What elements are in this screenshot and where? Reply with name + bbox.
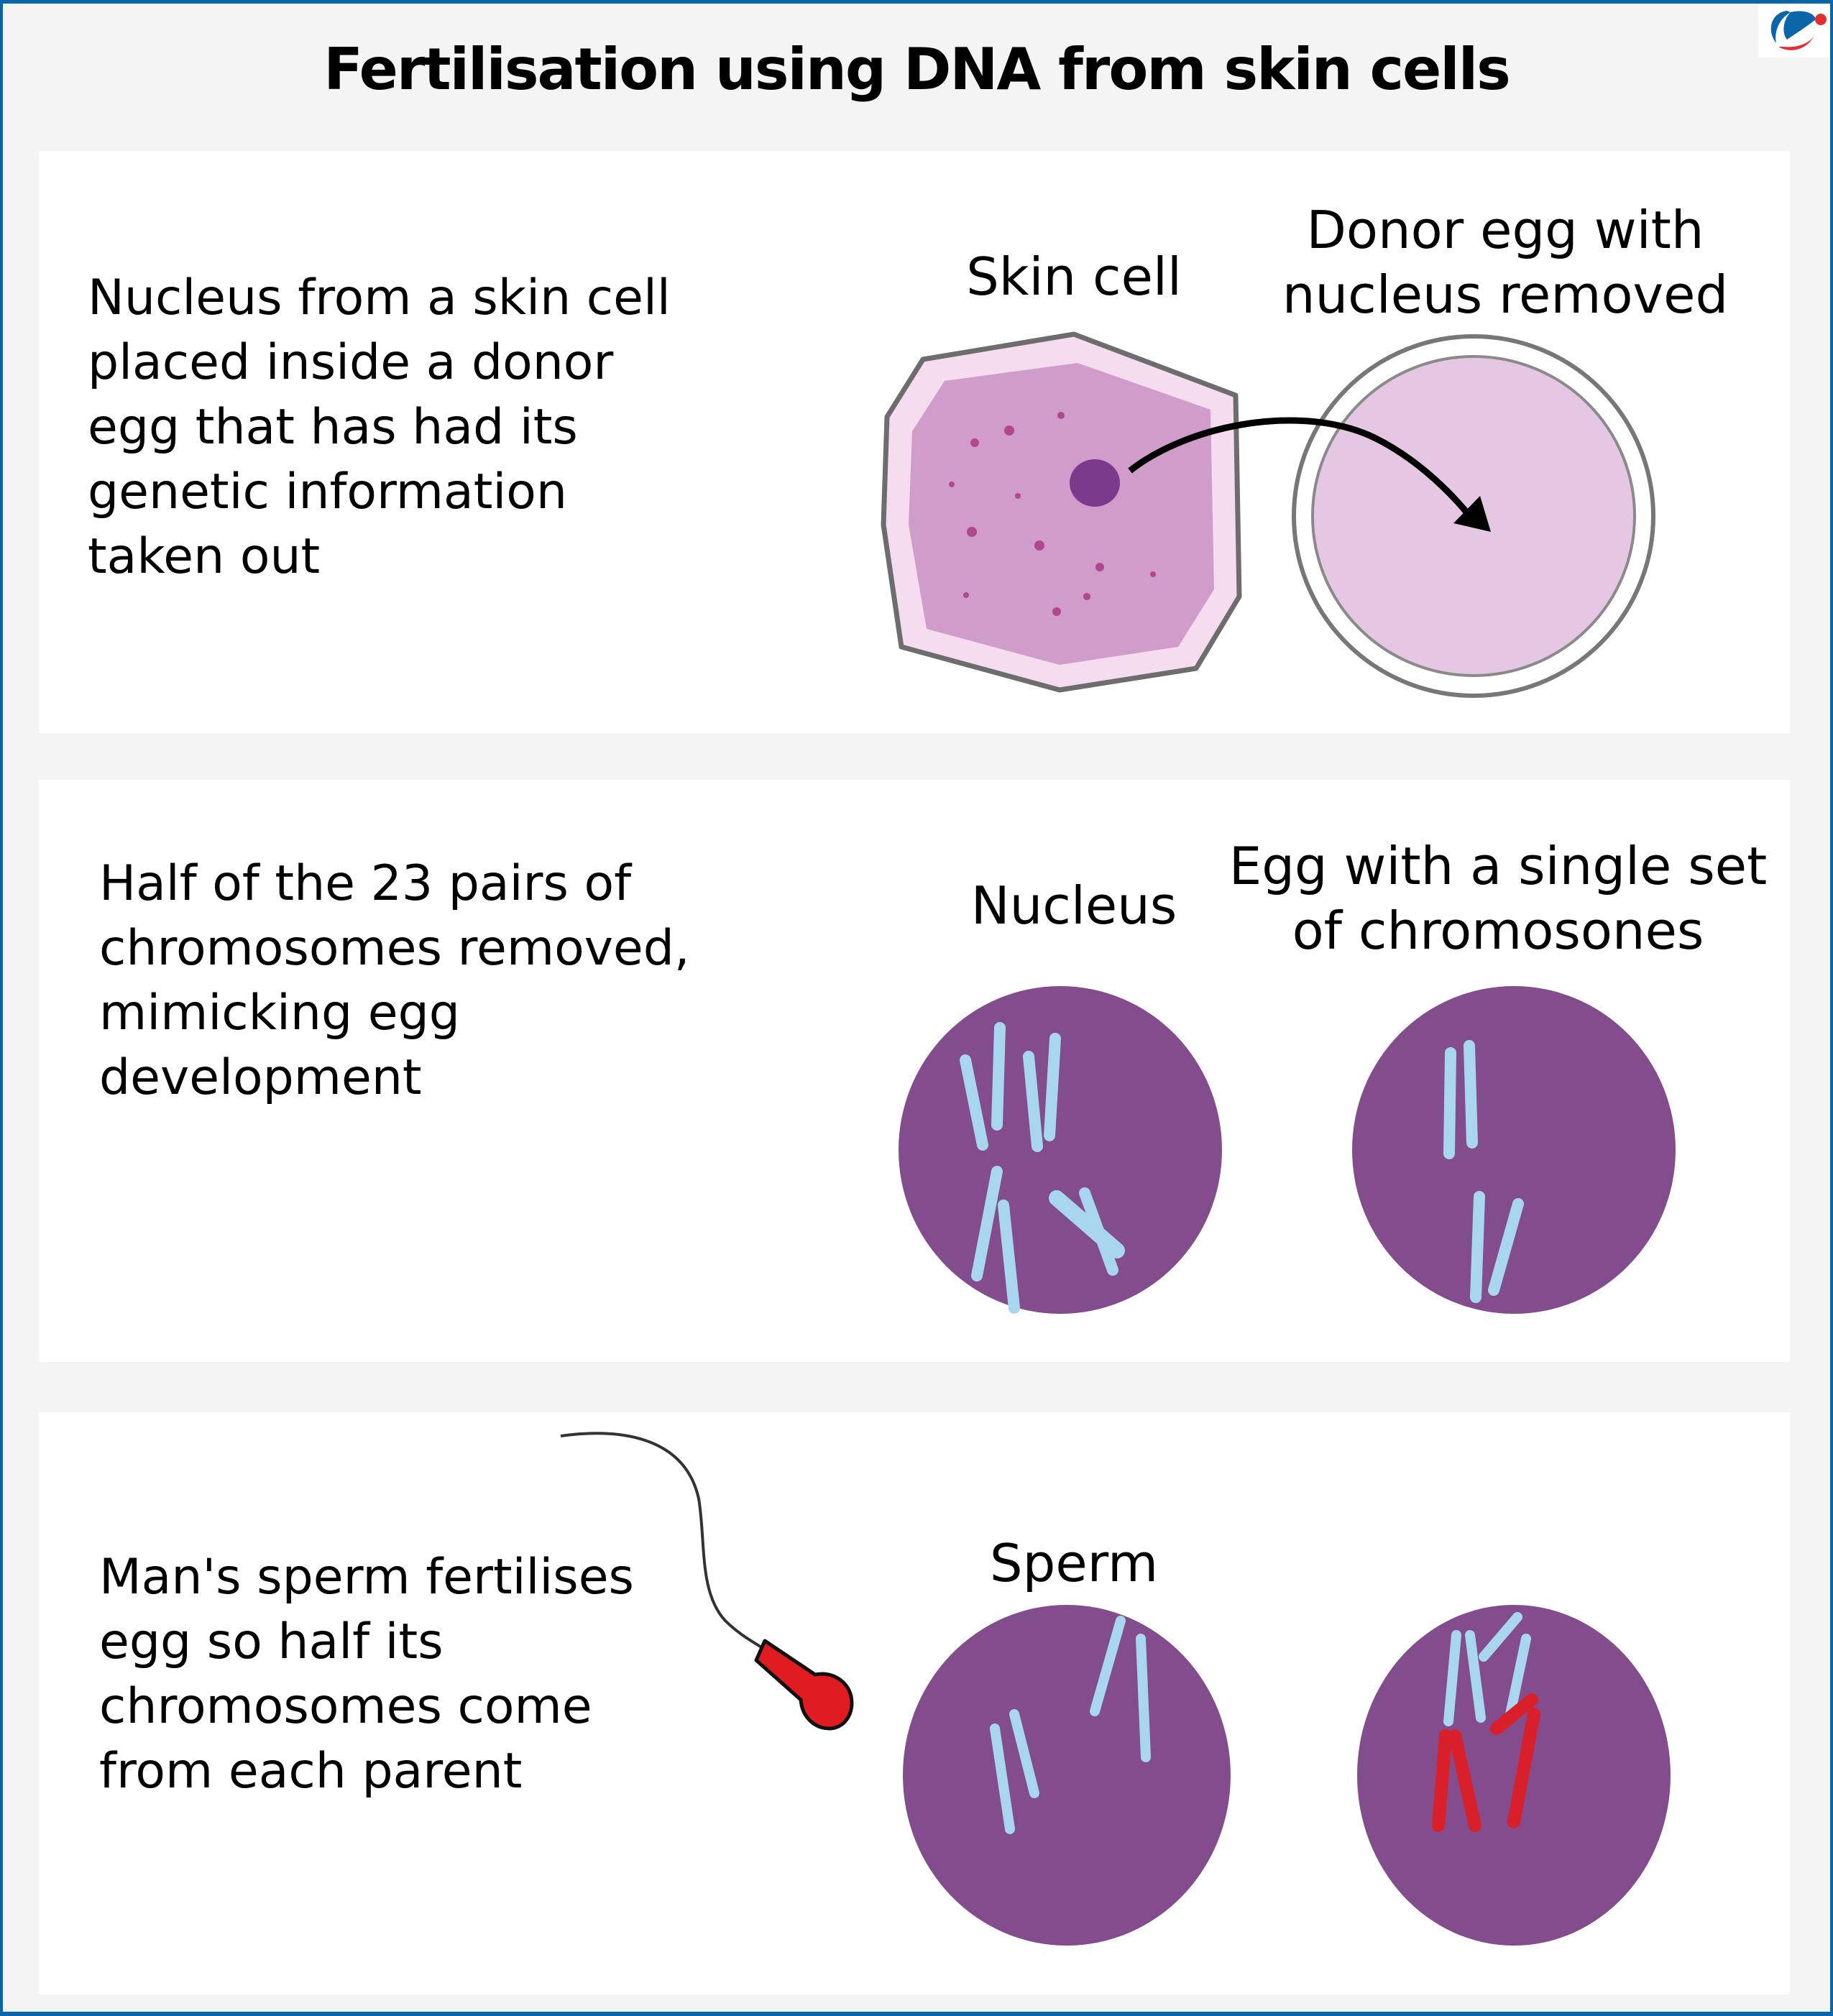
single-set-egg-illustration bbox=[1352, 986, 1676, 1314]
nucleus-label: Nucleus bbox=[970, 875, 1177, 936]
step-1-description: Nucleus from a skin cell placed inside a… bbox=[88, 270, 671, 585]
step-3-description: Man's sperm fertilises egg so half its c… bbox=[99, 1549, 634, 1800]
sperm-label: Sperm bbox=[989, 1533, 1159, 1593]
step-2-description: Half of the 23 pairs of chromosomes remo… bbox=[99, 855, 690, 1106]
chromosomes-blue bbox=[1443, 1612, 1531, 1726]
chromosomes-blue bbox=[960, 1022, 1125, 1314]
fertilised-egg-illustration bbox=[1357, 1605, 1671, 1946]
chromosomes-blue bbox=[990, 1616, 1151, 1834]
fertilising-egg-illustration bbox=[903, 1605, 1231, 1946]
single-set-egg-label: Egg with a single set of chromosones bbox=[1228, 836, 1768, 961]
skin-cell-label: Skin cell bbox=[966, 247, 1182, 307]
step-panel-2: Half of the 23 pairs of chromosomes remo… bbox=[39, 780, 1790, 1362]
donor-egg-label: Donor egg with nucleus removed bbox=[1282, 200, 1729, 325]
nucleus-illustration bbox=[899, 986, 1222, 1314]
step-panel-3: Man's sperm fertilises egg so half its c… bbox=[39, 1412, 1790, 1994]
sperm-icon bbox=[560, 1432, 854, 1731]
page-title: Fertilisation using DNA from skin cells bbox=[323, 36, 1510, 103]
cell-granules bbox=[949, 412, 1156, 616]
step-panel-1: Nucleus from a skin cell placed inside a… bbox=[39, 151, 1790, 733]
brand-logo bbox=[1758, 4, 1830, 57]
chromosomes-blue bbox=[1443, 1040, 1524, 1303]
arrow-icon bbox=[1128, 417, 1491, 532]
skin-cell-illustration bbox=[881, 331, 1242, 693]
brand-logo-icon bbox=[1770, 11, 1827, 50]
chromosomes-red bbox=[1432, 1693, 1540, 1832]
skin-cell-nucleus bbox=[1070, 459, 1120, 507]
